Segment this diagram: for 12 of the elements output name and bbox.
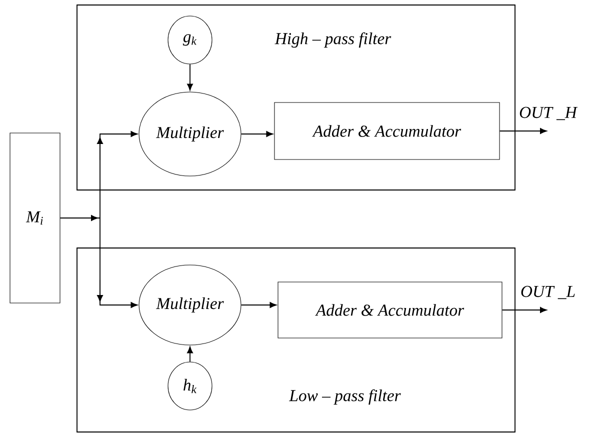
adder-box: Adder & Accumulator [274,102,500,160]
adder-box: Adder & Accumulator [278,282,502,338]
arrow [240,131,273,137]
arrow [499,128,547,134]
arrow [187,64,193,90]
output-label: OUT _L [521,286,575,300]
input-box: M$_{i}$ [10,132,60,304]
arrow [60,218,138,308]
arrow [502,307,547,313]
arrow [187,346,193,362]
output-label: OUT _H [520,106,578,120]
arrow [240,302,276,308]
